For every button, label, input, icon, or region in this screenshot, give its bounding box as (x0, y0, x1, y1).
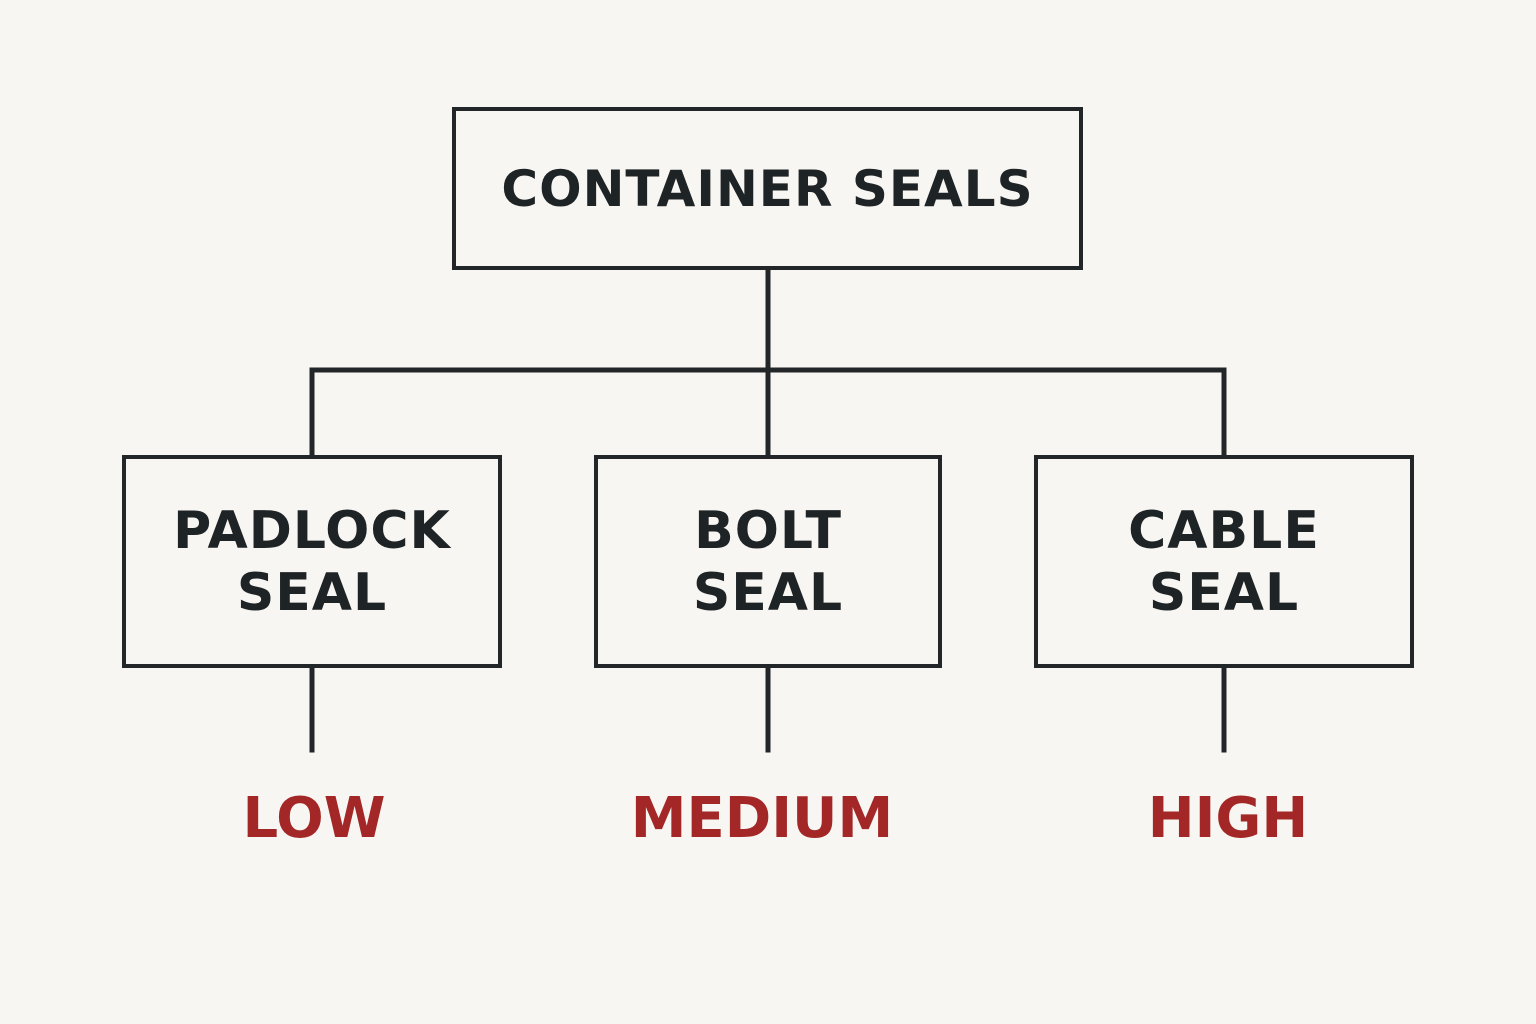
security-level-low: LOW (242, 786, 386, 851)
security-level-high: HIGH (1147, 786, 1309, 851)
node-label-line2: SEAL (236, 562, 388, 623)
root-node-container-seals: CONTAINER SEALS (452, 107, 1083, 270)
node-label-line2: SEAL (1148, 562, 1300, 623)
node-label-line1: CABLE (1128, 500, 1320, 561)
node-cable-seal: CABLE SEAL (1034, 455, 1414, 668)
node-padlock-seal: PADLOCK SEAL (122, 455, 502, 668)
node-label-line1: BOLT (694, 500, 842, 561)
security-level-medium: MEDIUM (630, 786, 894, 851)
node-label-line1: PADLOCK (173, 500, 451, 561)
node-label-line2: SEAL (692, 562, 844, 623)
root-node-label: CONTAINER SEALS (501, 159, 1034, 218)
node-bolt-seal: BOLT SEAL (594, 455, 942, 668)
